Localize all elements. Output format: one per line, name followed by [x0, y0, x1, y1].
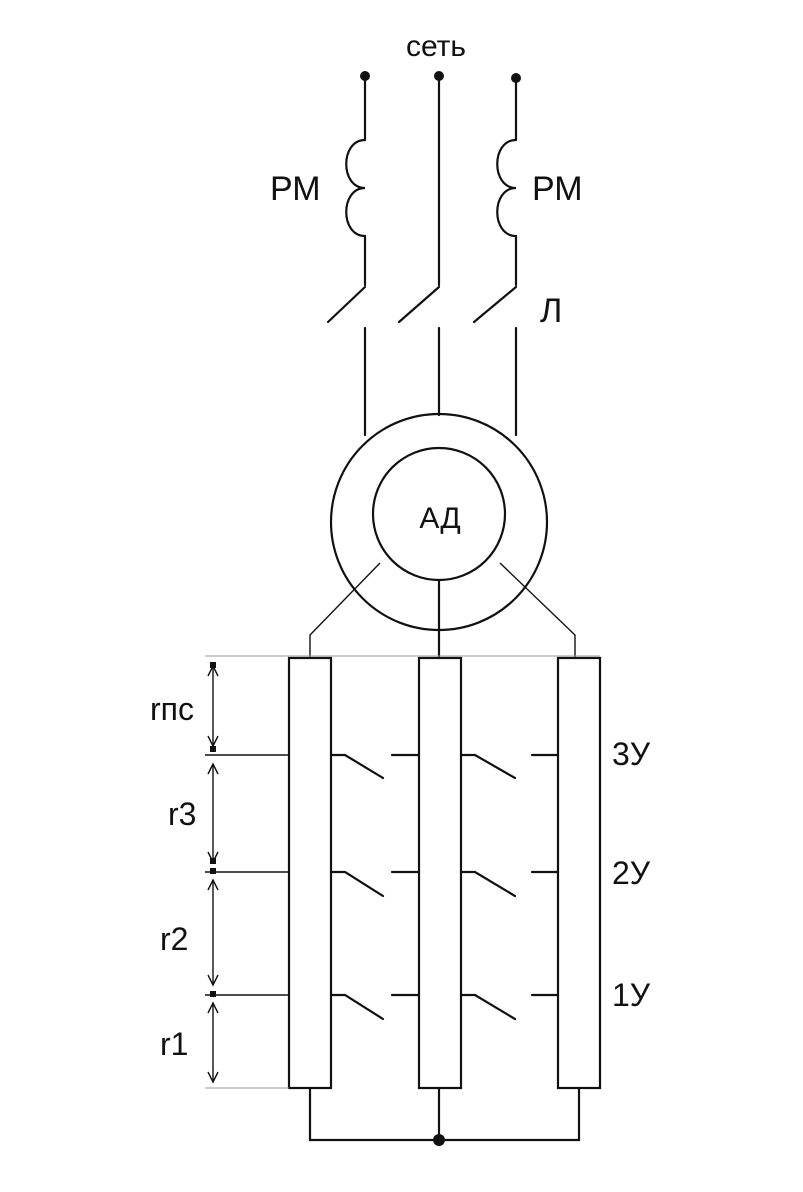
stage-tap-lines	[205, 655, 600, 1089]
rotor-leads	[309, 562, 576, 660]
motor-label: АД	[419, 502, 460, 535]
stage-r3-label: r3	[168, 796, 196, 832]
dimension-arrow-r3	[207, 762, 219, 864]
contact-2y-label: 2У	[612, 855, 651, 891]
stage-r1-label: r1	[160, 1026, 188, 1062]
accelerating-contact-3y	[329, 753, 560, 780]
resistor-column-right	[556, 656, 602, 1090]
dimension-arrow-rnc	[207, 662, 219, 752]
dimension-arrow-r1	[207, 1001, 219, 1084]
star-connection	[308, 1086, 581, 1146]
stage-rnc-label: rпс	[150, 691, 194, 727]
accelerating-contact-2y	[329, 870, 560, 898]
network-label: сеть	[406, 30, 466, 63]
coil-left-label: РМ	[270, 170, 321, 208]
coil-right-label: РМ	[532, 170, 583, 208]
resistor-column-middle	[417, 656, 463, 1090]
contact-3y-label: 3У	[612, 736, 651, 772]
resistor-column-left	[287, 656, 333, 1090]
right-phase-wire	[472, 76, 518, 437]
left-phase-wire	[326, 74, 367, 437]
line-contacts-label: Л	[540, 292, 562, 330]
accelerating-contact-1y	[329, 993, 560, 1021]
dimension-arrow-r2	[207, 868, 219, 997]
contact-1y-label: 1У	[612, 977, 651, 1013]
stage-r2-label: r2	[160, 921, 188, 957]
middle-phase-wire	[397, 74, 441, 417]
